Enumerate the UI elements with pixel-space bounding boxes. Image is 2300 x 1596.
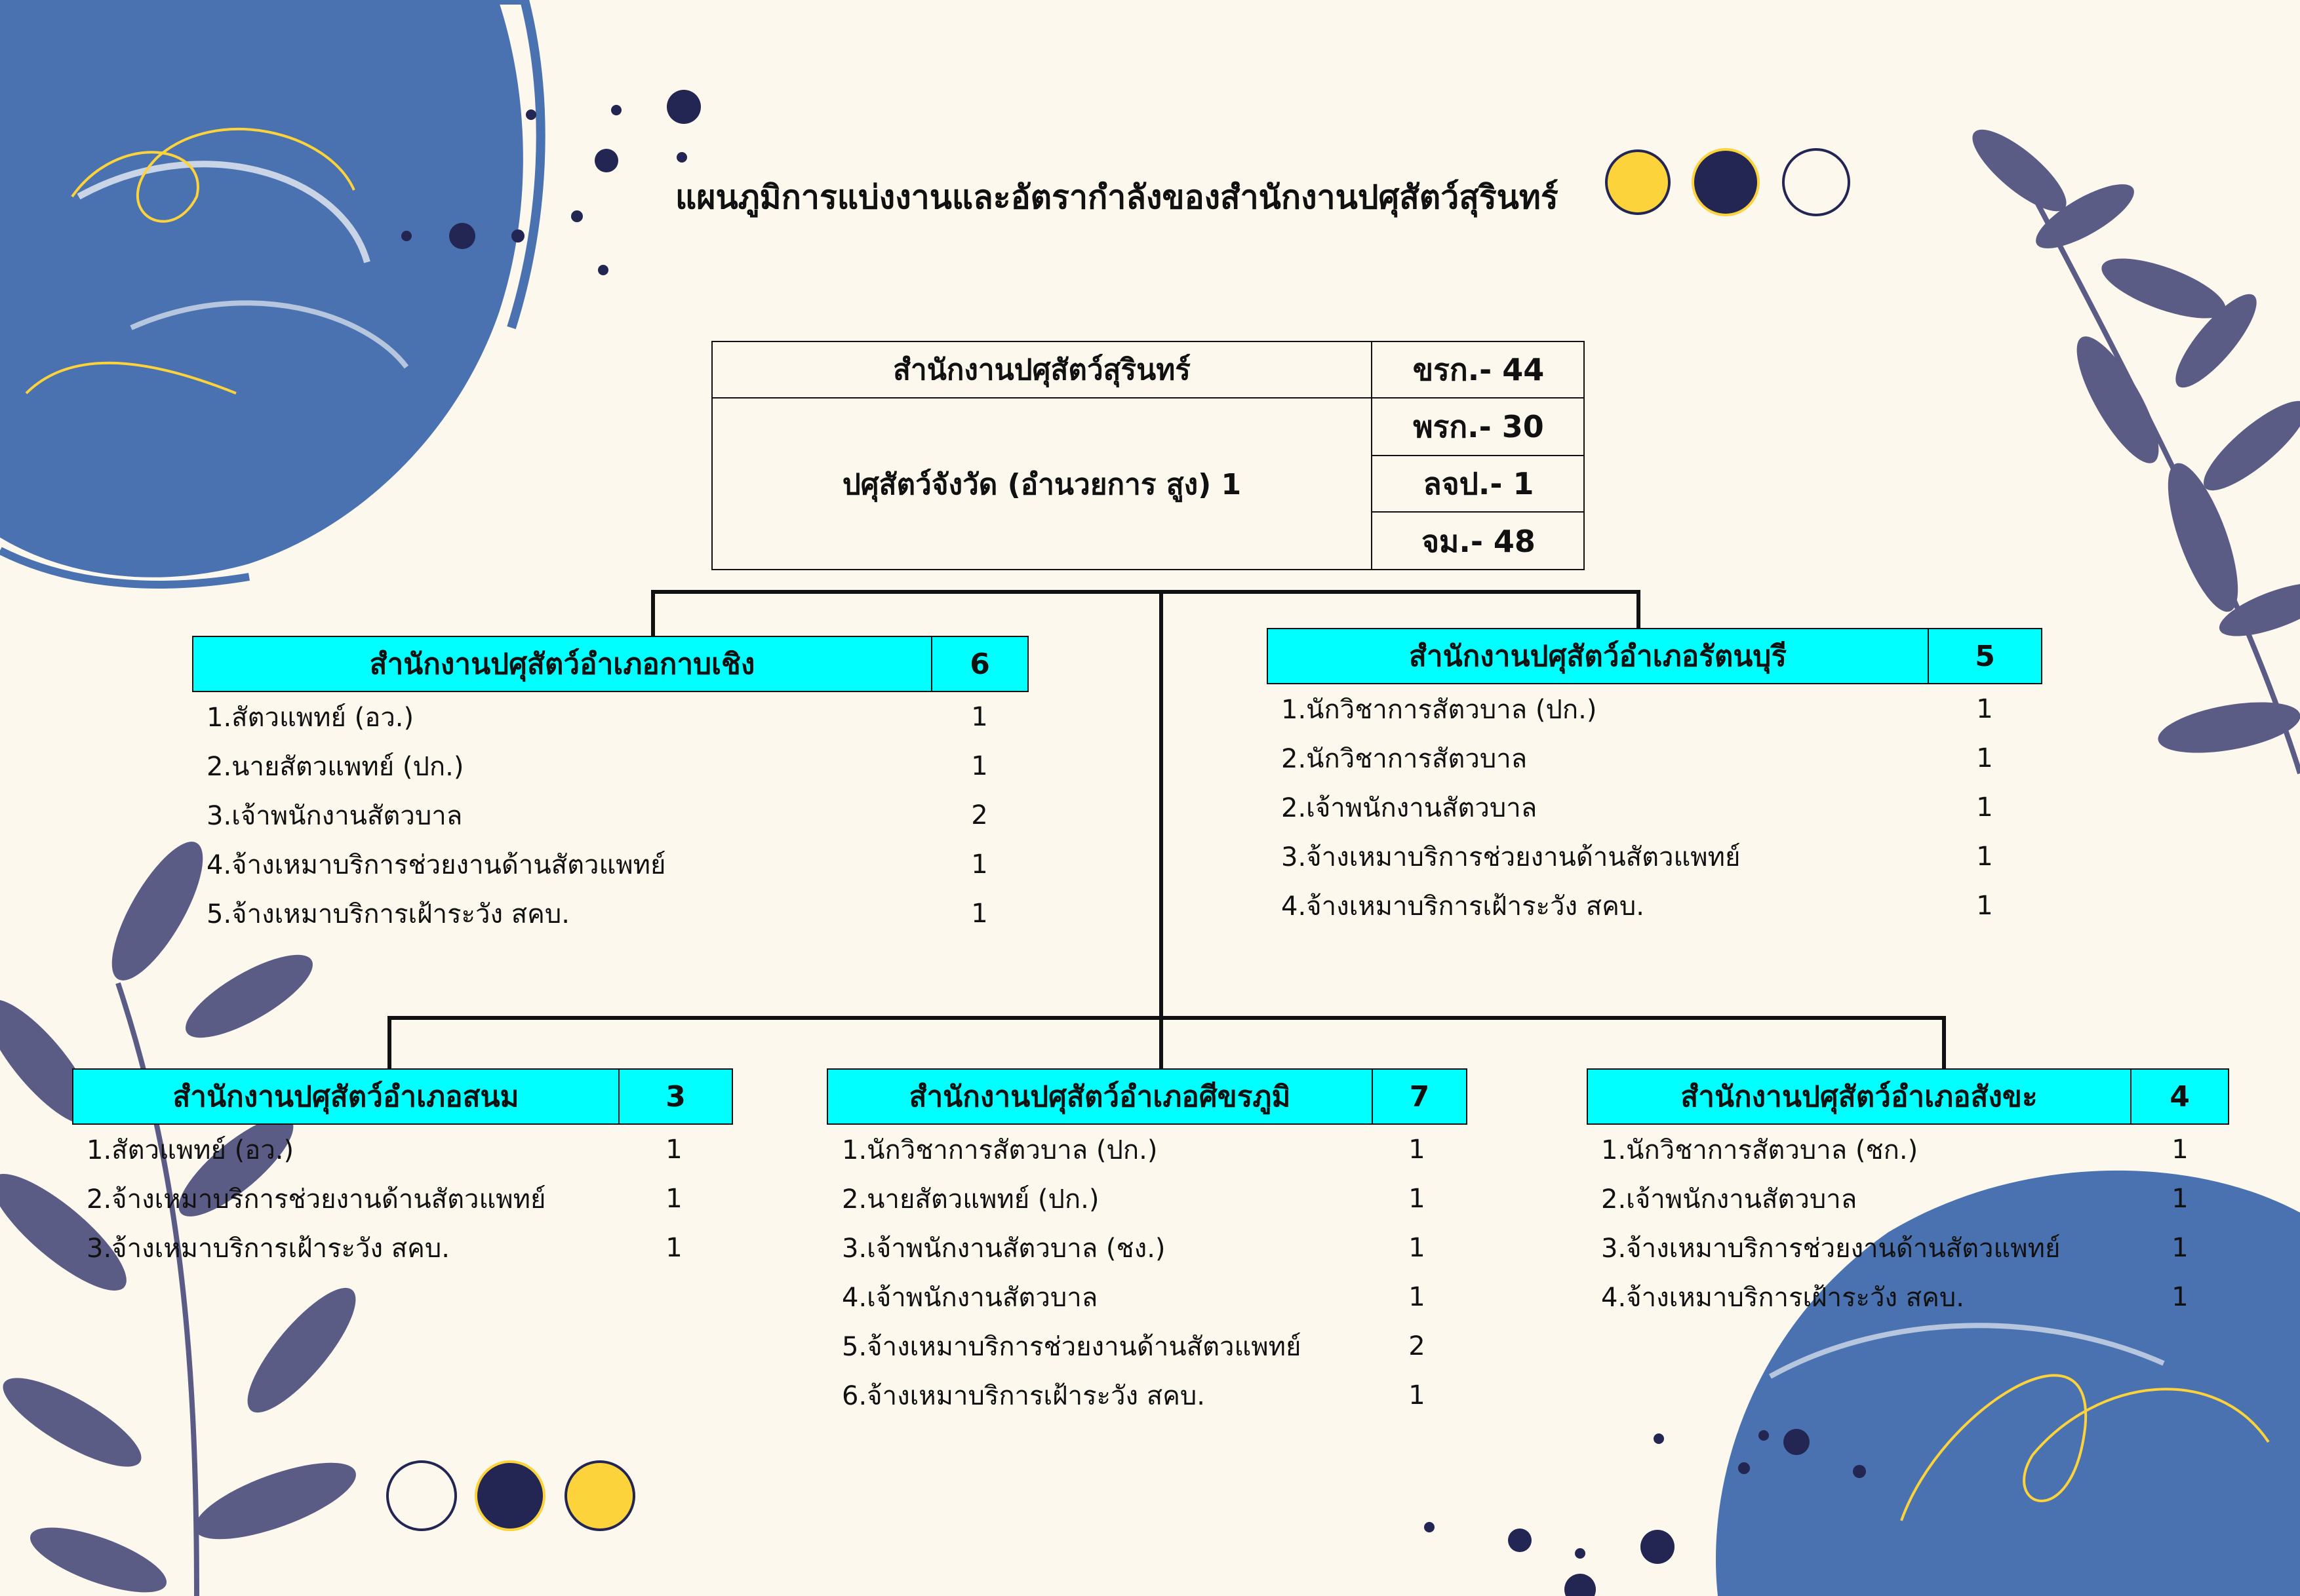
circles-bottom-left: [386, 1460, 635, 1531]
quota-government-employees: พรก.- 30: [1372, 399, 1585, 456]
page-title: แผนภูมิการแบ่งงานและอัตรากำลังของสำนักงา…: [675, 178, 1558, 216]
blue-splash-bottom-right: [1716, 1170, 2300, 1596]
list-item: 3.จ้างเหมาบริการช่วยงานด้านสัตวแพทย์1: [1281, 841, 1993, 872]
connector-upper-bar: [651, 590, 1640, 594]
head-office-position: ปศุสัตว์จังวัด (อำนวยการ สูง) 1: [713, 399, 1372, 570]
list-item: 4.จ้างเหมาบริการเฝ้าระวัง สคบ.1: [1601, 1281, 2189, 1313]
unit-name: สำนักงานปศุสัตว์อำเภอสนม: [73, 1070, 620, 1123]
unit-total: 3: [665, 1080, 686, 1114]
unit-name: สำนักงานปศุสัตว์อำเภอรัตนบุรี: [1268, 629, 1929, 683]
list-item: 4.จ้างเหมาบริการช่วยงานด้านสัตวแพทย์1: [207, 849, 988, 880]
list-item: 3.เจ้าพนักงานสัตวบาล (ชง.)1: [842, 1232, 1425, 1264]
dots-top-left: [401, 90, 701, 275]
connector-lower-bar: [387, 1016, 1946, 1020]
list-item: 5.จ้างเหมาบริการเฝ้าระวัง สคบ.1: [207, 898, 988, 929]
quota-contract-hires: จม.- 48: [1421, 523, 1536, 559]
unit-total: 7: [1409, 1080, 1430, 1114]
unit-total: 6: [970, 647, 990, 681]
list-item: 5.จ้างเหมาบริการช่วยงานด้านสัตวแพทย์2: [842, 1331, 1425, 1362]
unit-total: 4: [2170, 1080, 2190, 1114]
unit-sangkha: สำนักงานปศุสัตว์อำเภอสังขะ 4 1.นักวิชากา…: [1587, 1068, 2229, 1321]
list-item: 1.นักวิชาการสัตวบาล (ปก.)1: [842, 1134, 1425, 1165]
list-item: 4.จ้างเหมาบริการเฝ้าระวัง สคบ.1: [1281, 890, 1993, 922]
unit-total: 5: [1975, 639, 1995, 673]
unit-kap-choeng: สำนักงานปศุสัตว์อำเภอกาบเชิง 6 1.สัตวแพท…: [192, 636, 1029, 938]
connector-upper-right-drop: [1636, 590, 1640, 629]
unit-rattanaburi: สำนักงานปศุสัตว์อำเภอรัตนบุรี 5 1.นักวิช…: [1267, 628, 2042, 930]
circles-top-right: [1605, 148, 1850, 216]
connector-trunk: [1159, 592, 1163, 1068]
list-item: 2.นายสัตวแพทย์ (ปก.)1: [842, 1183, 1425, 1215]
head-office-name: สำนักงานปศุสัตว์สุรินทร์: [713, 342, 1372, 399]
list-item: 1.นักวิชาการสัตวบาล (ชก.)1: [1601, 1134, 2189, 1165]
list-item: 1.สัตวแพทย์ (อว.)1: [207, 701, 988, 733]
unit-header: สำนักงานปศุสัตว์อำเภอศีขรภูมิ 7: [827, 1068, 1467, 1125]
unit-header: สำนักงานปศุสัตว์อำเภอสังขะ 4: [1587, 1068, 2229, 1125]
unit-sikhoraphum: สำนักงานปศุสัตว์อำเภอศีขรภูมิ 7 1.นักวิช…: [827, 1068, 1467, 1420]
list-item: 2.นายสัตวแพทย์ (ปก.)1: [207, 750, 988, 782]
unit-name: สำนักงานปศุสัตว์อำเภอสังขะ: [1588, 1070, 2131, 1123]
unit-header: สำนักงานปศุสัตว์อำเภอกาบเชิง 6: [192, 636, 1029, 692]
list-item: 3.จ้างเหมาบริการช่วยงานด้านสัตวแพทย์1: [1601, 1232, 2189, 1264]
list-item: 3.จ้างเหมาบริการเฝ้าระวัง สคบ.1: [87, 1232, 683, 1264]
unit-header: สำนักงานปศุสัตว์อำเภอรัตนบุรี 5: [1267, 628, 2042, 684]
head-office-table: สำนักงานปศุสัตว์สุรินทร์ ปศุสัตว์จังวัด …: [711, 341, 1585, 570]
quota-civil-servants: ขรก.- 44: [1372, 342, 1585, 399]
leaves-right: [1972, 129, 2300, 775]
list-item: 1.นักวิชาการสัตวบาล (ปก.)1: [1281, 693, 1993, 725]
blue-splash-top-left: [0, 0, 545, 589]
leaves-left: [0, 842, 356, 1596]
connector-lower-left-drop: [387, 1016, 391, 1068]
list-item: 6.จ้างเหมาบริการเฝ้าระวัง สคบ.1: [842, 1380, 1425, 1411]
unit-header: สำนักงานปศุสัตว์อำเภอสนม 3: [72, 1068, 733, 1125]
connector-upper-left-drop: [651, 590, 655, 636]
dots-bottom-right: [1424, 1429, 1866, 1596]
quota-permanent-employees: ลจป.- 1: [1372, 456, 1585, 513]
unit-sanom: สำนักงานปศุสัตว์อำเภอสนม 3 1.สัตวแพทย์ (…: [72, 1068, 733, 1272]
list-item: 1.สัตวแพทย์ (อว.)1: [87, 1134, 683, 1165]
connector-lower-right-drop: [1942, 1016, 1946, 1068]
list-item: 2.จ้างเหมาบริการช่วยงานด้านสัตวแพทย์1: [87, 1183, 683, 1215]
unit-name: สำนักงานปศุสัตว์อำเภอกาบเชิง: [193, 637, 932, 691]
unit-name: สำนักงานปศุสัตว์อำเภอศีขรภูมิ: [828, 1070, 1373, 1123]
